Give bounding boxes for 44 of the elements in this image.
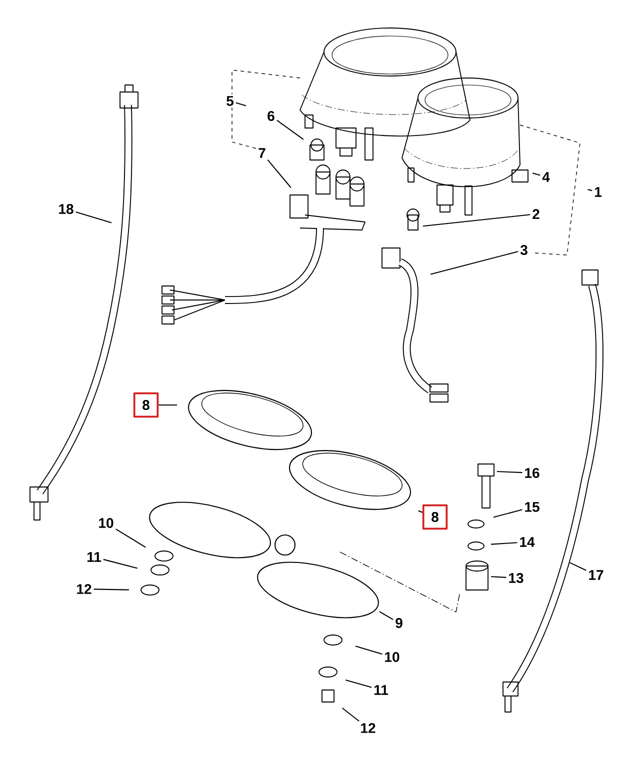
callout-box: 8 <box>422 504 448 530</box>
callout-number: 1 <box>592 185 604 199</box>
callout-number: 11 <box>372 683 390 697</box>
leader-line <box>493 509 522 518</box>
callout-number: 9 <box>393 616 405 630</box>
callout-number: 16 <box>522 466 542 480</box>
callout-box: 8 <box>133 392 159 418</box>
callout-number: 17 <box>586 568 606 582</box>
leader-line <box>276 120 304 140</box>
leader-line <box>116 528 146 548</box>
callout-number: 5 <box>224 94 236 108</box>
leader-line <box>76 211 112 224</box>
callout-number: 14 <box>517 535 537 549</box>
leader-line <box>158 404 177 406</box>
leader-line <box>418 510 423 513</box>
callout-number: 7 <box>256 146 268 160</box>
callout-number: 12 <box>358 721 378 735</box>
callout-number: 4 <box>540 170 552 184</box>
callout-number: 12 <box>74 582 94 596</box>
leader-line <box>94 588 130 590</box>
callout-number: 6 <box>265 109 277 123</box>
callout-number: 15 <box>522 500 542 514</box>
callout-number: 13 <box>506 571 526 585</box>
callout-number: 2 <box>530 207 542 221</box>
leader-line <box>379 611 394 620</box>
leader-line <box>588 189 592 192</box>
callout-number: 10 <box>96 516 116 530</box>
callout-number: 3 <box>518 243 530 257</box>
leader-line <box>342 708 360 722</box>
leader-line <box>236 102 246 106</box>
leader-line <box>430 251 518 275</box>
leader-line <box>103 558 138 569</box>
callout-number: 18 <box>56 202 76 216</box>
leader-line <box>490 542 518 545</box>
callout-number: 11 <box>84 550 104 564</box>
leader-line <box>267 160 292 188</box>
leader-line <box>422 214 530 227</box>
leader-line <box>355 646 382 655</box>
leader-line <box>532 172 540 176</box>
callout-number: 10 <box>382 650 402 664</box>
leader-line <box>490 576 506 578</box>
leader-line <box>345 680 372 688</box>
leader-line <box>496 470 522 474</box>
leader-line <box>570 562 586 571</box>
